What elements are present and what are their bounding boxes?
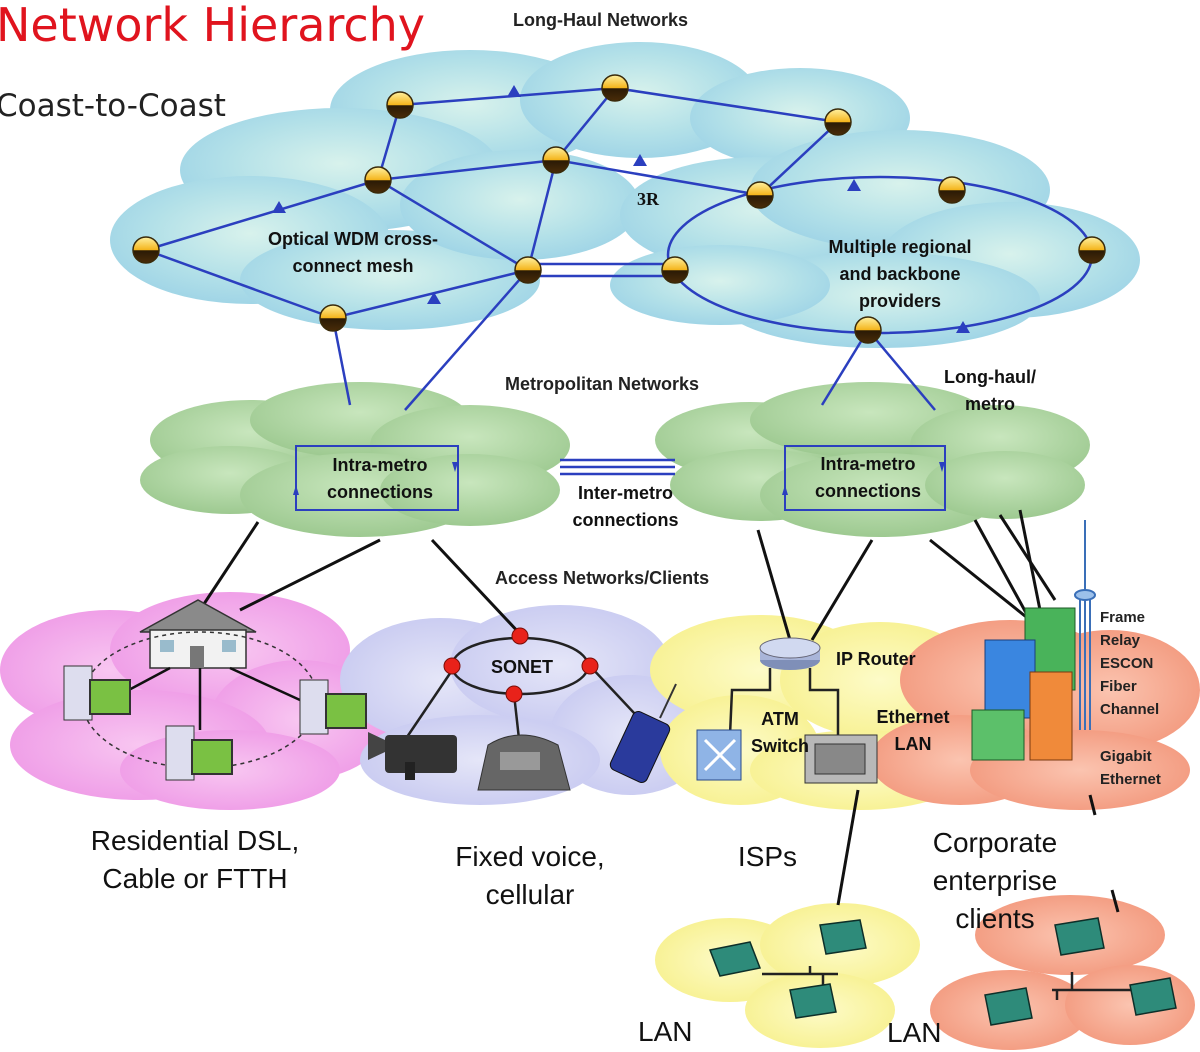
router-icon — [759, 637, 821, 670]
router-links — [728, 668, 840, 736]
long-haul-metro-label: Long-haul/ metro — [920, 364, 1060, 418]
channel-label: Channel — [1100, 701, 1160, 718]
metro-header: Metropolitan Networks — [505, 374, 700, 394]
long-haul-metro-line2: metro — [964, 394, 1015, 414]
regional-label-line1: Multiple regional — [828, 237, 972, 257]
corporate-caption-line3: clients — [955, 903, 1035, 934]
long-haul-header: Long-Haul Networks — [513, 10, 689, 30]
fixed-voice-caption: Fixed voice, cellular — [420, 838, 640, 914]
lan-caption-right: LAN — [887, 1017, 942, 1048]
access-header: Access Networks/Clients — [495, 568, 710, 588]
lan-caption-left: LAN — [638, 1016, 693, 1047]
intra-metro-label-right: Intra-metro connections — [788, 451, 948, 505]
lan-cloud-left — [655, 903, 920, 1048]
gigabit-ethernet-line2: Ethernet — [1100, 771, 1161, 788]
inter-metro-line1: Inter-metro — [577, 483, 673, 503]
corporate-caption: Corporate enterprise clients — [900, 824, 1090, 938]
video-camera-icon — [368, 732, 457, 780]
arrow-up-icon — [293, 485, 299, 495]
ethernet-switch-icon — [804, 734, 878, 784]
page-title: Network Hierarchy — [0, 0, 426, 52]
corporate-protocols-label: Frame Relay ESCON Fiber Channel — [1100, 606, 1159, 721]
regional-label-line2: and backbone — [839, 264, 961, 284]
intra-right-line2: connections — [814, 481, 921, 501]
ethernet-lan-line1: Ethernet — [876, 707, 950, 727]
corporate-caption-line2: enterprise — [932, 865, 1058, 896]
atm-label-line2: Switch — [750, 736, 809, 756]
regenerator-label: 3R — [637, 189, 659, 209]
escon-label: ESCON — [1100, 655, 1154, 672]
atm-switch-label: ATM Switch — [740, 706, 820, 760]
amplifier-icon — [272, 85, 970, 333]
laptop-icon — [708, 917, 1177, 1026]
arrow-down-icon — [939, 462, 945, 472]
arrow-up-icon — [782, 485, 788, 495]
radio-tower-icon — [1074, 520, 1096, 730]
intra-metro-loop-left — [295, 445, 459, 511]
sonet-node-icon — [443, 627, 599, 703]
isps-caption: ISPs — [737, 841, 798, 872]
regional-label-line3: providers — [858, 291, 942, 311]
intra-left-line1: Intra-metro — [332, 455, 428, 475]
corporate-caption-line1: Corporate — [932, 827, 1058, 858]
inter-metro-label: Inter-metro connections — [548, 480, 703, 534]
gigabit-ethernet-label: Gigabit Ethernet — [1100, 745, 1161, 791]
residential-caption-line1: Residential DSL, — [90, 825, 300, 856]
ip-router-label: IP Router — [836, 649, 916, 669]
intra-metro-loop-right — [784, 445, 946, 511]
ethernet-lan-label: Ethernet LAN — [858, 704, 968, 758]
cross-connect-node-icon — [132, 74, 1106, 344]
long-haul-cloud — [110, 42, 1140, 348]
telephone-icon — [477, 734, 571, 791]
metro-cloud-left — [140, 382, 570, 537]
pc-icon — [165, 725, 233, 781]
residential-caption-line2: Cable or FTTH — [102, 863, 288, 894]
wdm-mesh-label: Optical WDM cross- connect mesh — [238, 226, 468, 280]
pc-icon — [63, 665, 131, 721]
gigabit-label: Gigabit — [1100, 748, 1152, 765]
access-links — [198, 509, 1120, 913]
residential-caption: Residential DSL, Cable or FTTH — [60, 822, 330, 898]
lan-bus — [762, 966, 1150, 1000]
intra-left-line2: connections — [326, 482, 433, 502]
office-building-icon — [971, 607, 1076, 761]
intra-metro-label-left: Intra-metro connections — [300, 452, 460, 506]
wdm-mesh-label-line1: Optical WDM cross- — [267, 229, 439, 249]
pc-icon — [299, 679, 367, 735]
fixed-caption-line2: cellular — [485, 879, 575, 910]
sonet-label: SONET — [490, 657, 553, 677]
fixed-caption-line1: Fixed voice, — [455, 841, 605, 872]
inter-metro-line2: connections — [572, 510, 679, 530]
long-haul-metro-line1: Long-haul/ — [944, 367, 1036, 387]
cell-phone-icon — [609, 683, 677, 783]
page-subtitle: Coast-to-Coast — [0, 88, 226, 124]
wdm-mesh-label-line2: connect mesh — [292, 256, 414, 276]
intra-right-line1: Intra-metro — [820, 454, 916, 474]
house-icon — [139, 599, 257, 669]
arrow-down-icon — [452, 462, 458, 472]
metro-cloud-right — [655, 382, 1090, 537]
atm-label-line1: ATM — [761, 709, 799, 729]
atm-switch-icon — [696, 729, 742, 781]
ethernet-lan-line2: LAN — [894, 734, 932, 754]
relay-label: Relay — [1100, 632, 1141, 649]
fiber-label: Fiber — [1100, 678, 1137, 695]
frame-label: Frame — [1100, 609, 1146, 626]
regional-providers-label: Multiple regional and backbone providers — [790, 234, 1010, 315]
